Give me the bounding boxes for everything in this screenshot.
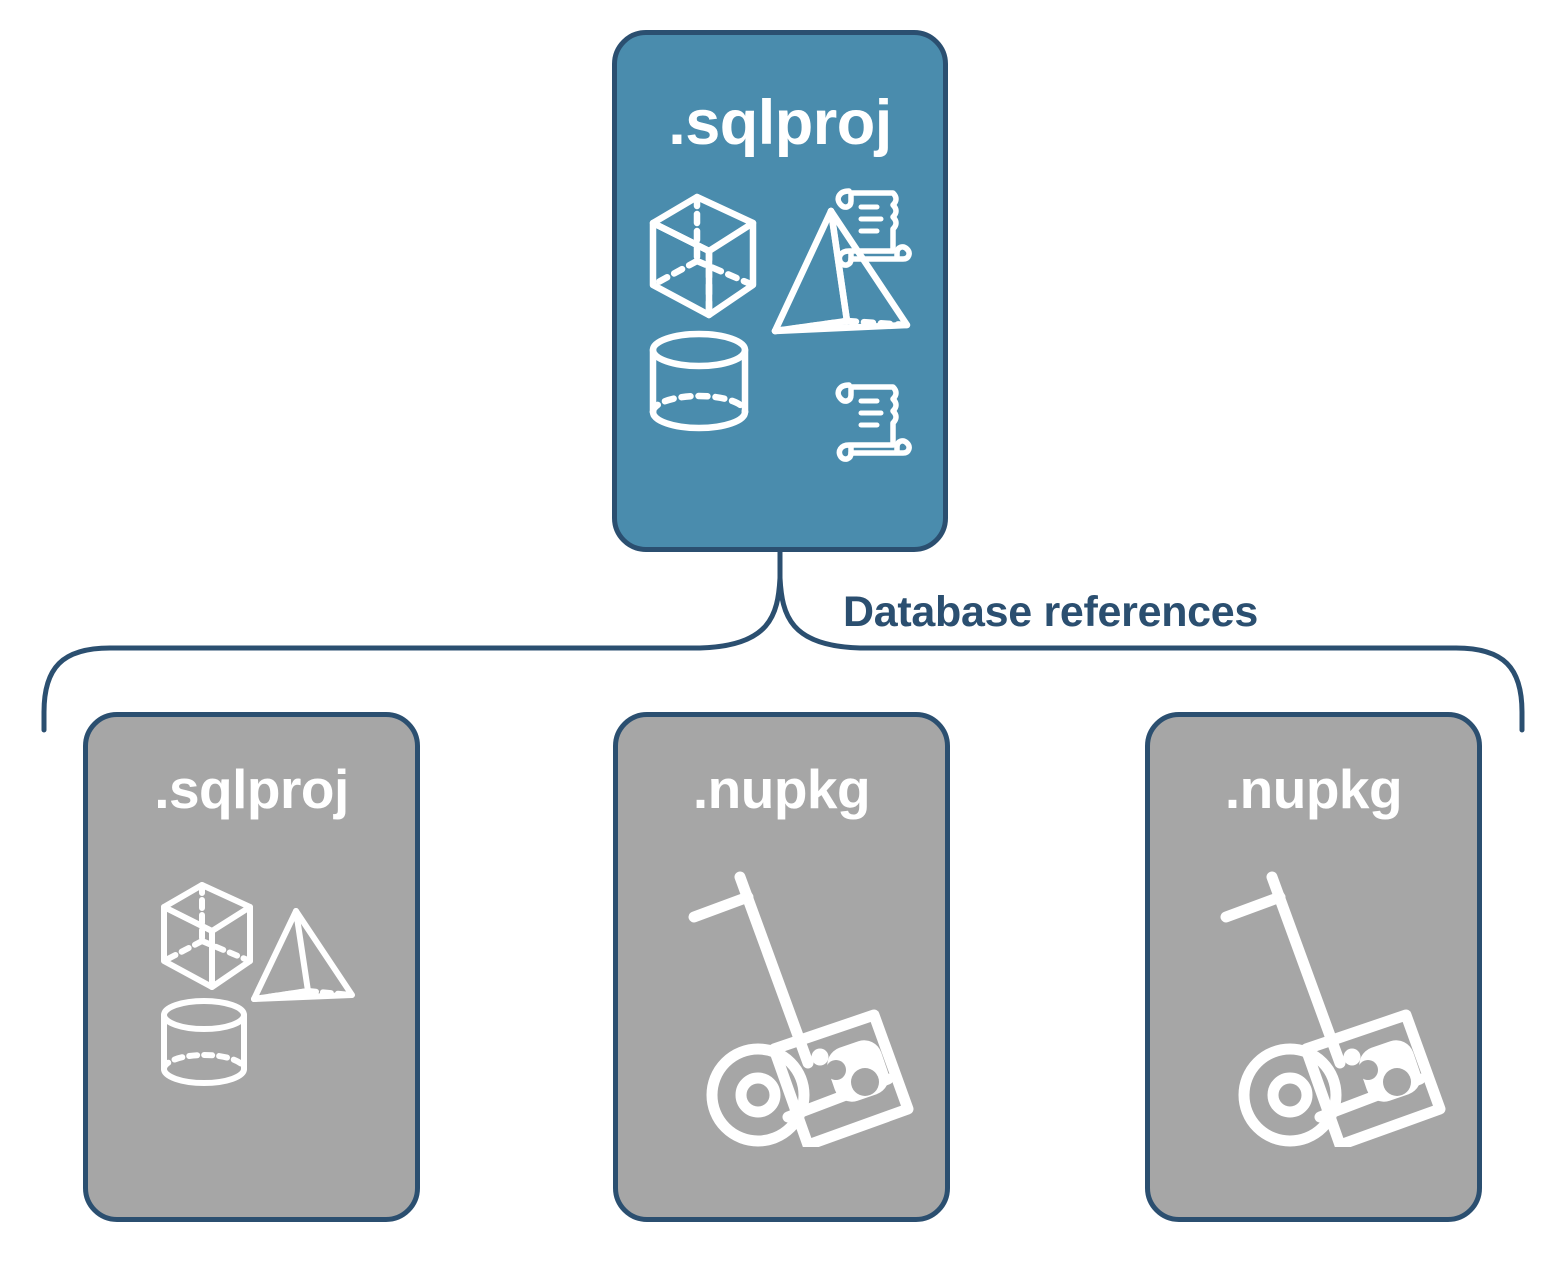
cube-icon	[649, 193, 757, 319]
hand-truck-package-icon	[1220, 871, 1446, 1147]
node-ref-sqlproj[interactable]: .sqlproj	[83, 712, 420, 1222]
root-sqlproj-icon-group	[649, 188, 912, 462]
edge-label-database-references: Database references	[843, 588, 1258, 636]
scroll-icon	[835, 382, 912, 462]
pyramid-icon	[251, 908, 355, 1002]
cube-icon	[161, 882, 253, 990]
ref-sqlproj-icon-group	[161, 882, 355, 1086]
scroll-icon	[835, 188, 912, 268]
nuget-logo-glyph	[811, 1040, 889, 1102]
node-ref-nupkg-1-label: .nupkg	[692, 758, 871, 820]
node-ref-sqlproj-label: .sqlproj	[154, 758, 349, 820]
node-root-sqlproj[interactable]: .sqlproj	[612, 30, 948, 552]
hand-truck-package-icon	[688, 871, 914, 1147]
nuget-logo-glyph	[1343, 1040, 1421, 1102]
cube-icon-hidden-edges	[649, 193, 757, 289]
node-ref-nupkg-2-label: .nupkg	[1224, 758, 1403, 820]
pyramid-icon	[771, 207, 911, 335]
cylinder-icon	[161, 998, 247, 1086]
cylinder-icon	[649, 330, 749, 432]
node-root-sqlproj-label: .sqlproj	[668, 88, 892, 158]
node-ref-nupkg-1[interactable]: .nupkg	[613, 712, 950, 1222]
node-ref-nupkg-2[interactable]: .nupkg	[1145, 712, 1482, 1222]
